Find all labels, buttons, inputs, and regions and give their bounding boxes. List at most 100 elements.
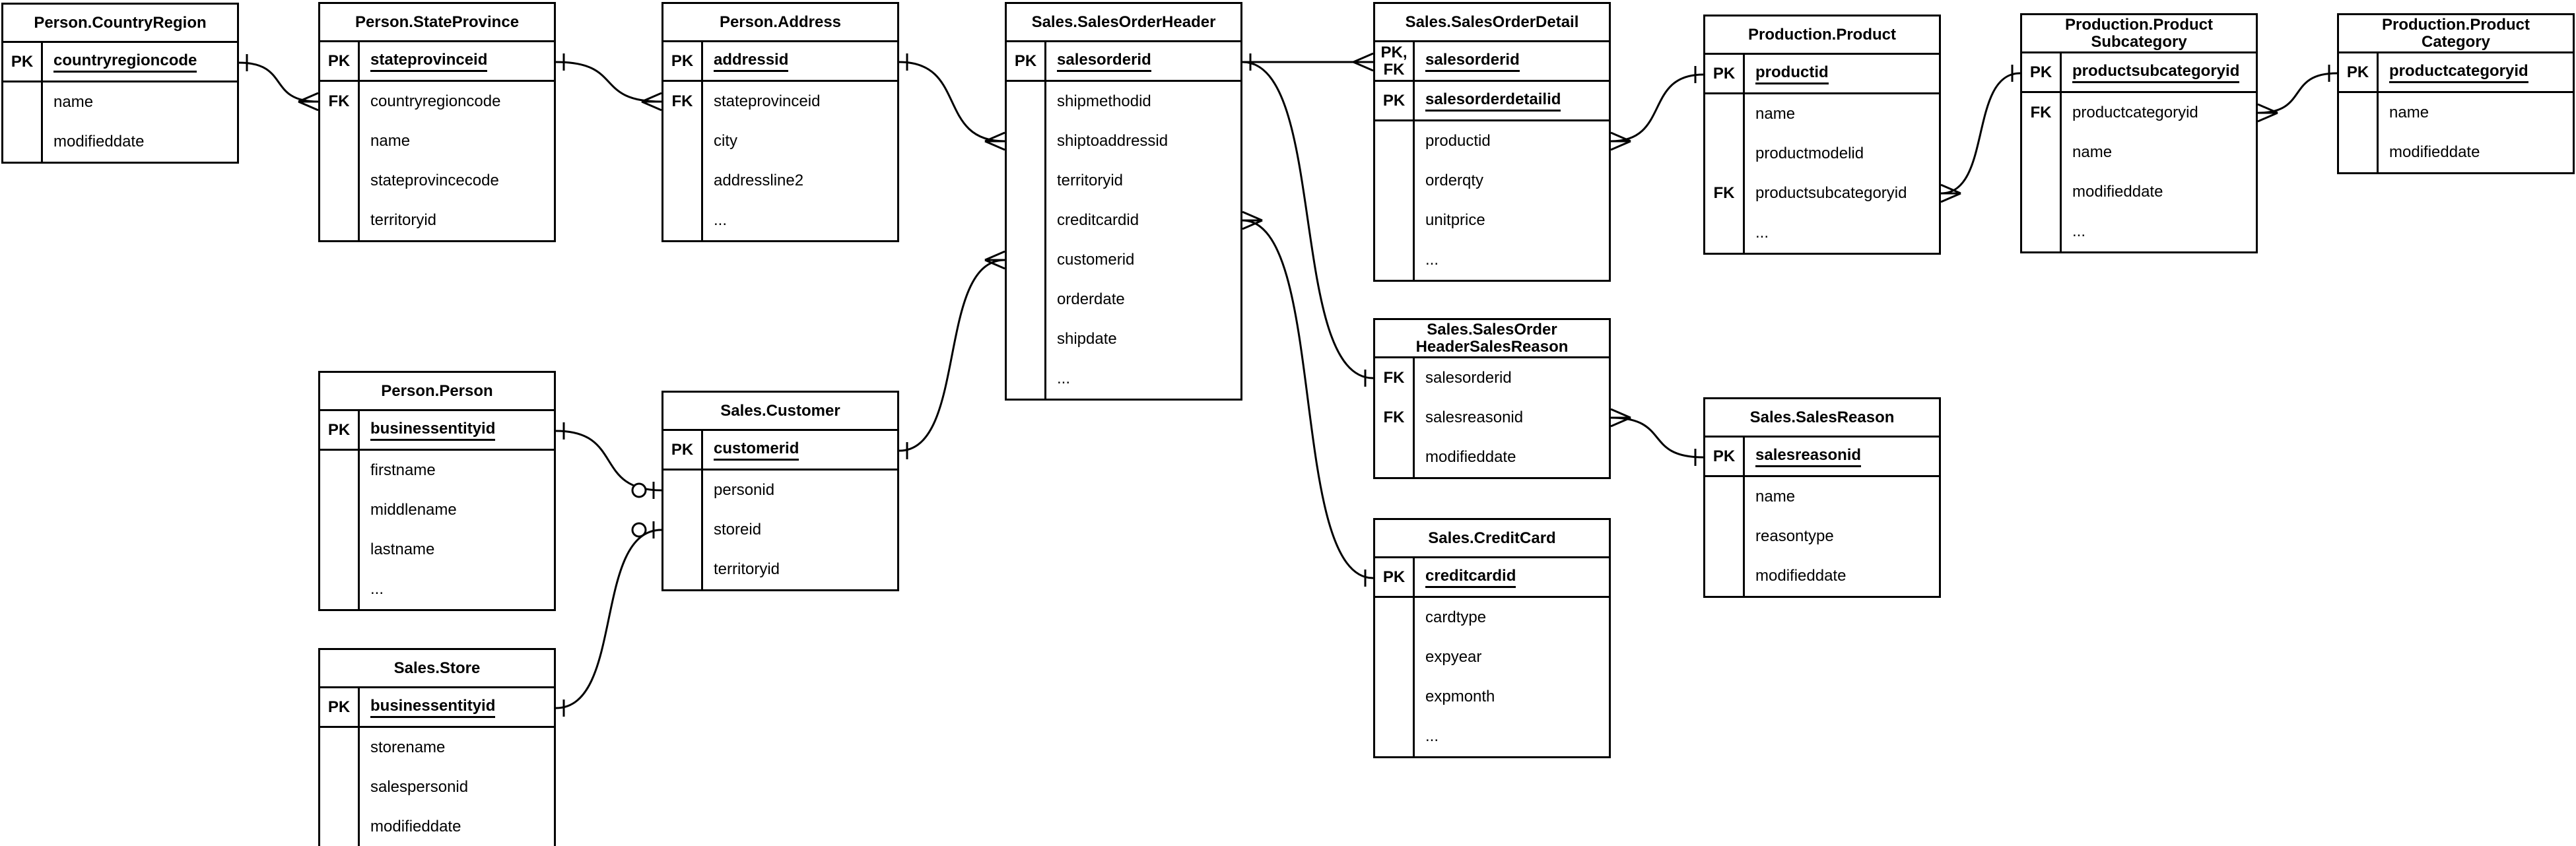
key-label: [1007, 280, 1046, 319]
relationship-line: [1940, 72, 2021, 195]
field-name: shiptoaddressid: [1057, 132, 1169, 150]
field-row: ...: [1007, 359, 1240, 399]
key-label: PK: [1705, 438, 1745, 475]
field-name: customerid: [714, 439, 799, 461]
field-name: addressid: [714, 51, 789, 72]
field-name: salesorderid: [1425, 369, 1512, 387]
key-label: FK: [2022, 93, 2062, 133]
table-title: Sales.SalesOrder HeaderSalesReason: [1375, 320, 1609, 358]
key-label: [2339, 93, 2379, 133]
field-row: shipmethodid: [1007, 82, 1240, 121]
field-name: creditcardid: [1425, 567, 1516, 588]
field-row: addressline2: [663, 161, 897, 201]
field-name: unitprice: [1425, 211, 1485, 229]
key-label: [3, 122, 43, 162]
cardinality-glyph-zero-one: [631, 521, 655, 538]
table-title: Sales.Store: [320, 650, 554, 688]
field-name: name: [2072, 143, 2113, 161]
field-name: productid: [1755, 63, 1829, 84]
field-row: PK addressid: [663, 42, 897, 82]
key-label: PK: [320, 42, 360, 80]
key-label: [1705, 517, 1745, 556]
key-label: [1375, 201, 1415, 240]
key-label: [3, 82, 43, 122]
cardinality-glyph-many: [984, 250, 1005, 270]
key-label: [663, 510, 703, 550]
relationship-line: [898, 61, 1005, 143]
field-name: territoryid: [370, 211, 437, 229]
field-name: ...: [370, 580, 384, 598]
relationship-line: [1610, 73, 1704, 143]
field-name: modifieddate: [2389, 143, 2480, 161]
key-label: [320, 201, 360, 240]
relationship-line: [238, 61, 319, 103]
key-label: [1705, 556, 1745, 596]
field-name: stateprovinceid: [714, 92, 821, 110]
relationship-line: [2257, 72, 2338, 114]
cardinality-glyph-many: [1242, 211, 1263, 230]
field-name: ...: [1425, 251, 1439, 269]
field-name: salespersonid: [370, 778, 469, 796]
key-label: PK: [3, 43, 43, 81]
field-name: territoryid: [714, 560, 780, 578]
field-name: city: [714, 132, 737, 150]
key-label: [2022, 212, 2062, 251]
table-title: Sales.SalesReason: [1705, 399, 1939, 438]
field-name: modifieddate: [1425, 448, 1516, 466]
key-label: PK: [663, 431, 703, 469]
field-row: ...: [2022, 212, 2256, 251]
relationship-line: [1242, 219, 1374, 579]
field-row: cardtype: [1375, 598, 1609, 637]
field-row: territoryid: [663, 550, 897, 589]
key-label: PK: [663, 42, 703, 80]
key-label: [1007, 359, 1046, 399]
field-name: lastname: [370, 540, 435, 558]
key-label: [1705, 134, 1745, 174]
key-label: [1375, 438, 1415, 477]
key-label: [1705, 94, 1745, 134]
field-row: expmonth: [1375, 677, 1609, 717]
field-row: productmodelid: [1705, 134, 1939, 174]
key-label: PK: [1007, 42, 1046, 80]
field-row: name: [3, 82, 237, 122]
key-label: [1375, 240, 1415, 280]
table-title: Production.Product: [1705, 16, 1939, 55]
key-label: [663, 121, 703, 161]
key-label: [320, 767, 360, 807]
key-label: [320, 807, 360, 846]
key-label: [1375, 598, 1415, 637]
key-label: [1705, 477, 1745, 517]
key-label: PK: [2022, 53, 2062, 91]
field-name: firstname: [370, 461, 436, 479]
key-label: [1007, 121, 1046, 161]
key-label: [1375, 677, 1415, 717]
field-row: ...: [1705, 213, 1939, 253]
field-name: shipmethodid: [1057, 92, 1151, 110]
field-row: orderdate: [1007, 280, 1240, 319]
field-row: PK customerid: [663, 431, 897, 471]
field-row: modifieddate: [2022, 172, 2256, 212]
field-name: salesorderid: [1425, 51, 1520, 72]
field-name: name: [1755, 488, 1796, 505]
field-name: productid: [1425, 132, 1491, 150]
